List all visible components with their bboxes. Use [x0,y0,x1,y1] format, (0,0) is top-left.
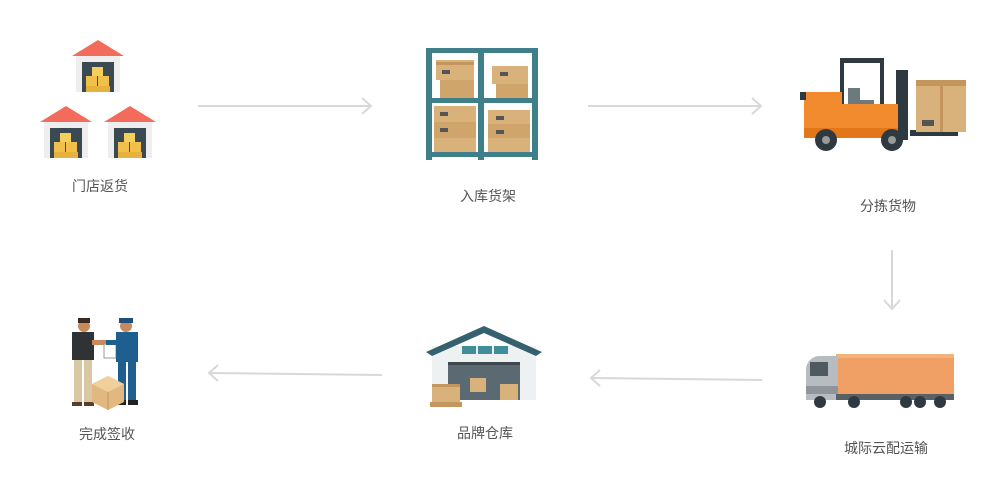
truck-icon [806,354,954,408]
step-label-transport: 城际云配运输 [844,441,928,457]
shelf-icon [426,48,538,160]
forklift-icon [800,58,966,151]
arrow-warehouse-to-handover [207,364,383,382]
handover-icon [72,318,138,410]
arrow-forklift-to-truck [883,250,901,311]
arrow-stores-to-shelf [198,97,373,115]
stores-icon [40,40,156,158]
step-label-signoff: 完成签收 [79,427,135,443]
step-label-shelving: 入库货架 [460,189,516,205]
step-label-stores-return: 门店返货 [72,179,128,195]
step-label-brand-warehouse: 品牌仓库 [457,426,513,442]
arrow-truck-to-warehouse [589,369,763,387]
arrow-shelf-to-forklift [588,97,763,115]
warehouse-icon [426,326,542,407]
step-label-sorting: 分拣货物 [860,199,916,215]
